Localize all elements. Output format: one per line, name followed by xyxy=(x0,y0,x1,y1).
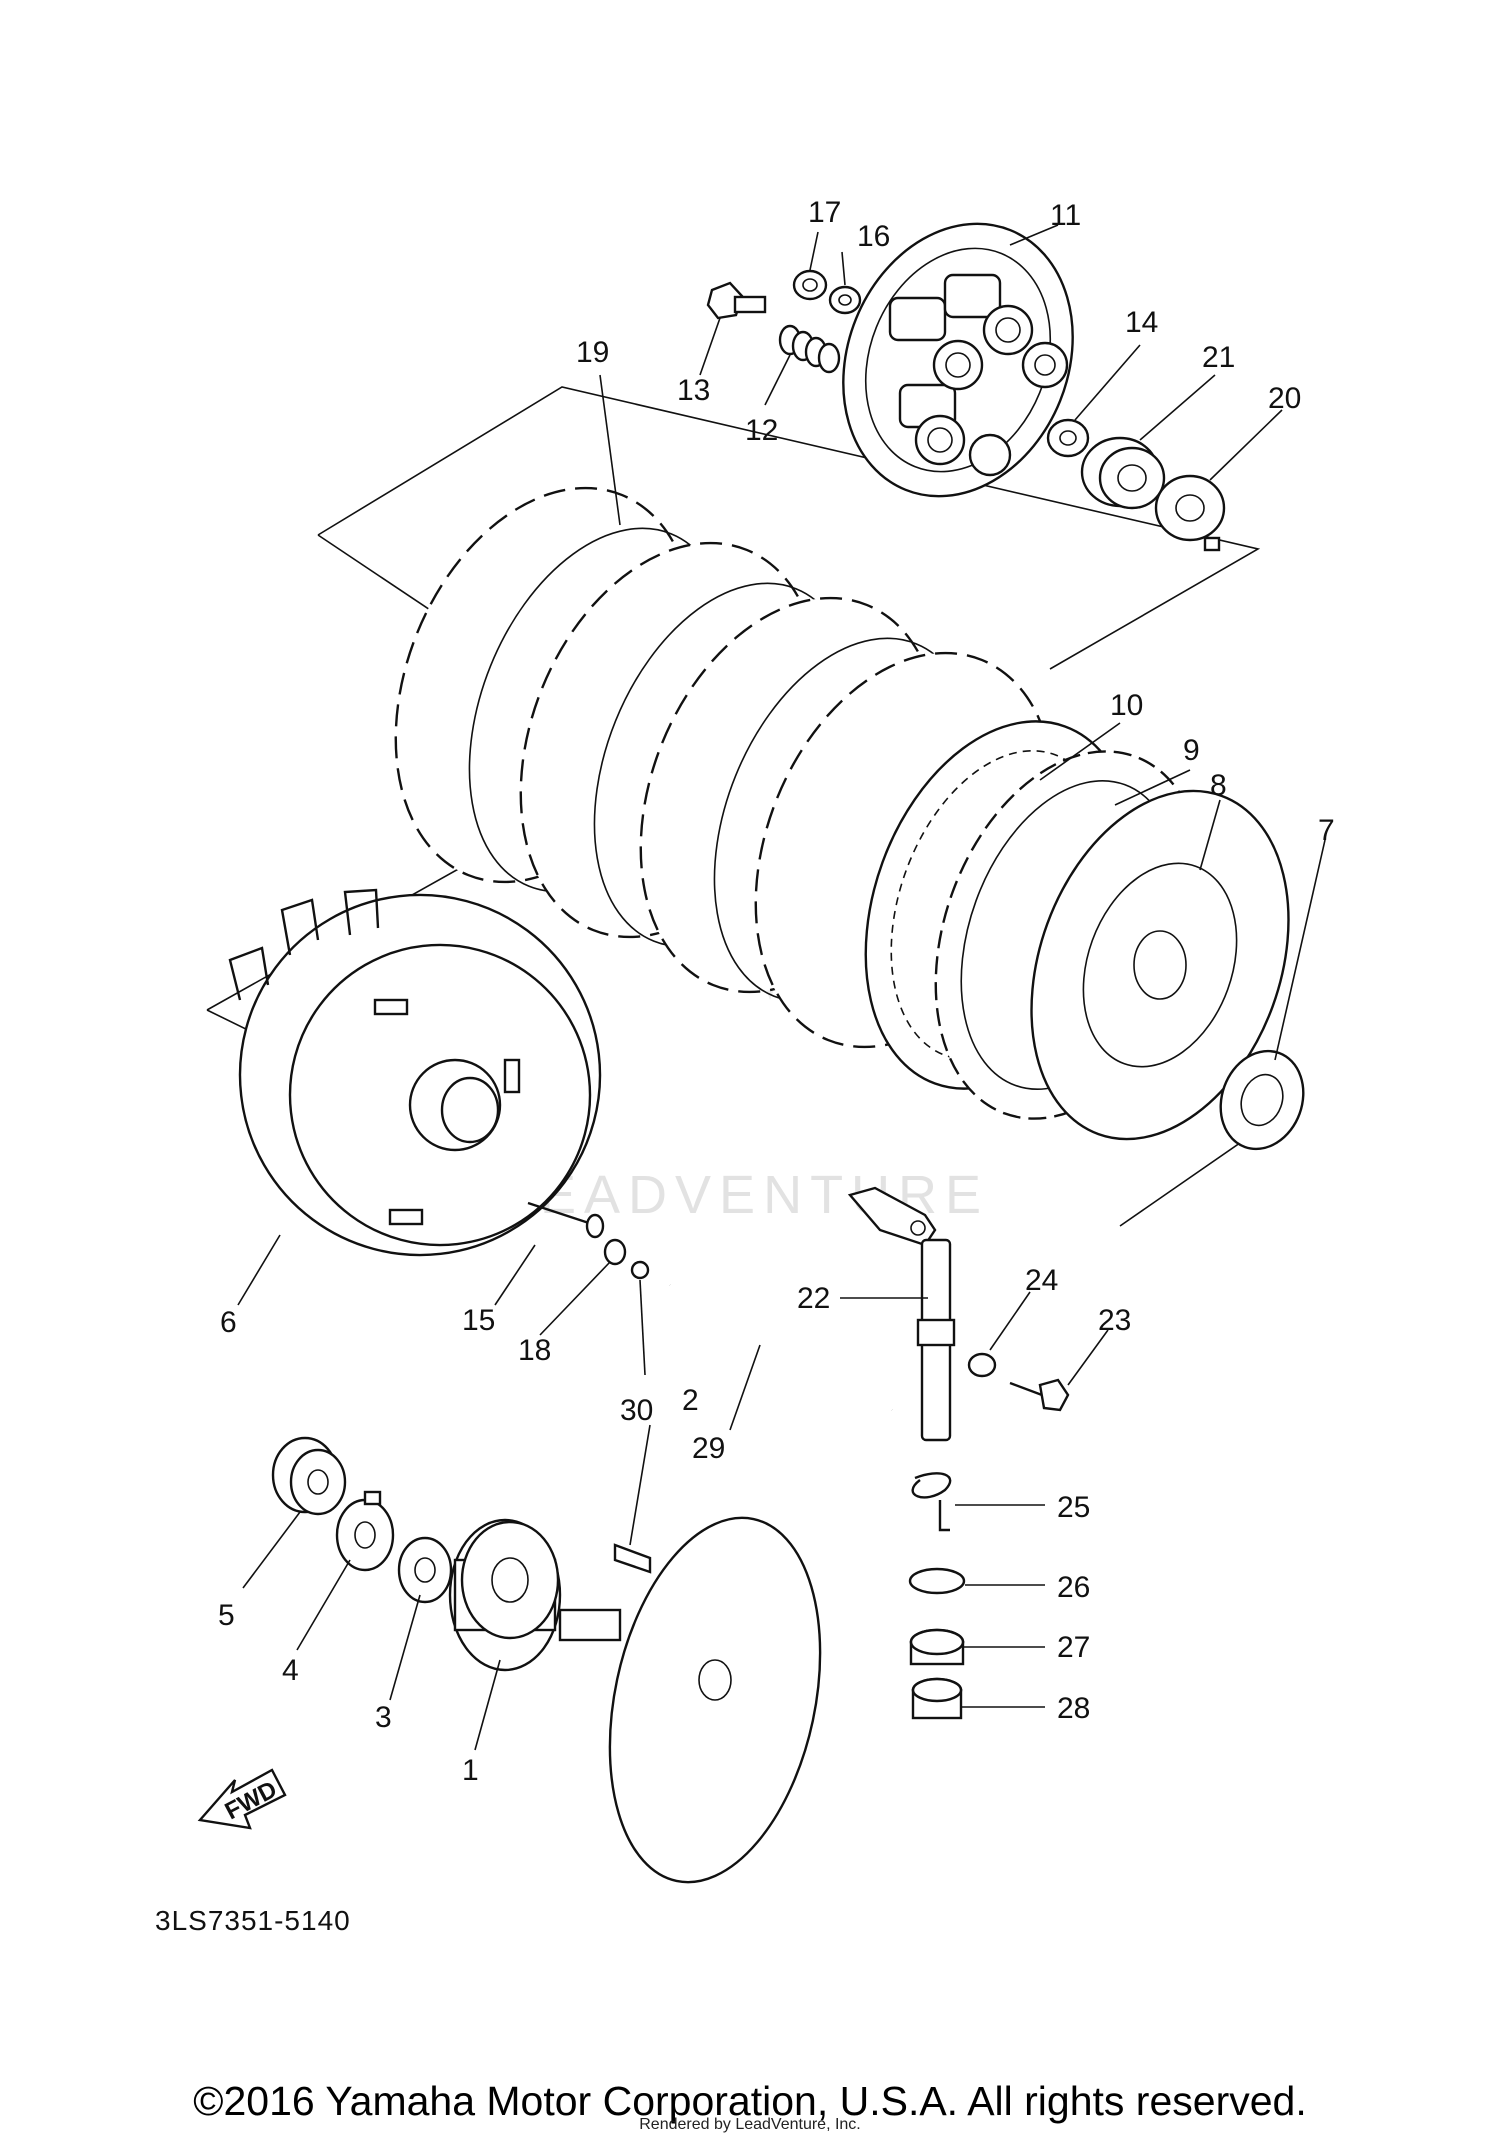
callout-28: 28 xyxy=(1057,1692,1090,1725)
push-lever-22 xyxy=(847,1186,956,1442)
callout-24: 24 xyxy=(1025,1264,1058,1297)
callout-14: 14 xyxy=(1125,306,1158,339)
callout-8: 8 xyxy=(1210,769,1227,802)
washer-16 xyxy=(828,285,862,315)
nut-5 xyxy=(271,1436,347,1516)
circlip-7 xyxy=(1219,1049,1305,1151)
washer-24 xyxy=(967,1352,997,1378)
callout-3: 3 xyxy=(375,1701,392,1734)
callout-4: 4 xyxy=(282,1654,299,1687)
callout-12: 12 xyxy=(745,414,778,447)
callout-29: 29 xyxy=(692,1432,725,1465)
nut-17 xyxy=(792,269,828,301)
callout-16: 16 xyxy=(857,220,890,253)
washer-14 xyxy=(1046,418,1090,458)
leader-lines xyxy=(237,224,1326,1751)
callout-1: 1 xyxy=(462,1754,479,1787)
primary-drive-gear-1 xyxy=(448,1518,562,1672)
callout-6: 6 xyxy=(220,1306,237,1339)
diagram-part-code: 3LS7351-5140 xyxy=(155,1905,351,1936)
callout-15: 15 xyxy=(462,1304,495,1337)
clutch-boss-8 xyxy=(1030,789,1290,1141)
callout-27: 27 xyxy=(1057,1631,1090,1664)
crankshaft xyxy=(558,1516,822,1884)
circlip-26 xyxy=(908,1567,966,1595)
callout-18: 18 xyxy=(518,1334,551,1367)
oil-seal-27 xyxy=(909,1628,965,1666)
bolt-13 xyxy=(706,281,767,320)
callout-13: 13 xyxy=(677,374,710,407)
callout-20: 20 xyxy=(1268,382,1301,415)
ball-30 xyxy=(630,1260,650,1280)
callout-10: 10 xyxy=(1110,689,1143,722)
callout-21: 21 xyxy=(1202,341,1235,374)
lock-washer-4 xyxy=(335,1490,395,1572)
nut-21 xyxy=(1080,436,1166,510)
callout-26: 26 xyxy=(1057,1571,1090,1604)
bolt-23 xyxy=(1009,1378,1070,1412)
push-rod-29 xyxy=(667,1281,895,1414)
callout-11: 11 xyxy=(1050,199,1081,232)
rendered-by-credit: Rendered by LeadVenture, Inc. xyxy=(639,2116,861,2133)
push-rod-15 xyxy=(527,1201,605,1239)
bearing-28 xyxy=(911,1677,963,1720)
lock-washer-20 xyxy=(1154,474,1226,552)
fwd-arrow-icon xyxy=(197,1768,287,1830)
bearing-18 xyxy=(603,1238,627,1266)
spring-25 xyxy=(911,1472,952,1532)
callout-9: 9 xyxy=(1183,734,1200,767)
callout-17: 17 xyxy=(808,196,841,229)
callout-7: 7 xyxy=(1318,814,1335,847)
spring-12 xyxy=(778,324,841,374)
callout-19: 19 xyxy=(576,336,609,369)
callout-2: 2 xyxy=(682,1384,699,1417)
callout-23: 23 xyxy=(1098,1304,1131,1337)
callout-5: 5 xyxy=(218,1599,235,1632)
key-2 xyxy=(613,1543,652,1574)
callout-22: 22 xyxy=(797,1282,830,1315)
callout-30: 30 xyxy=(620,1394,653,1427)
copyright-notice: ©2016 Yamaha Motor Corporation, U.S.A. A… xyxy=(193,2078,1307,2124)
washer-3 xyxy=(397,1536,453,1604)
callout-labels: 17 16 11 13 12 14 21 20 19 10 9 8 7 6 15… xyxy=(218,196,1335,1787)
clutch-housing-6 xyxy=(228,888,602,1257)
pressure-plate xyxy=(842,222,1074,498)
callout-25: 25 xyxy=(1057,1491,1090,1524)
